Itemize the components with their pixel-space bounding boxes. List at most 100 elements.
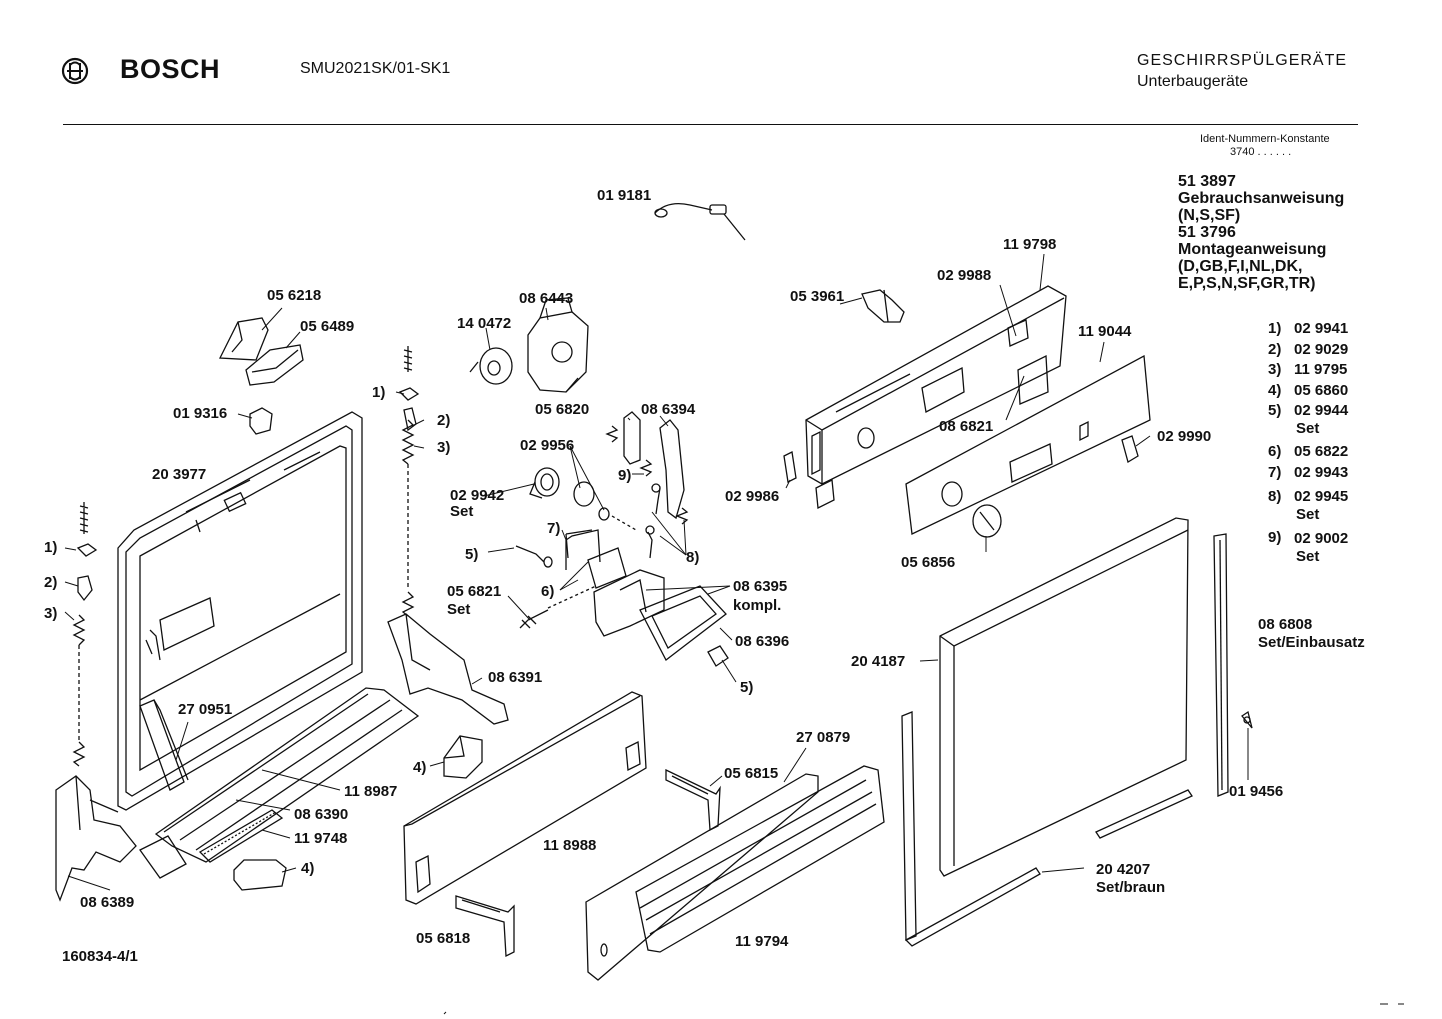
part-label: 05 6489 xyxy=(300,318,355,335)
scan-specks xyxy=(150,1004,1404,1019)
category-title: GESCHIRRSPÜLGERÄTE xyxy=(1137,52,1348,69)
footnote-ref: 6) xyxy=(541,583,555,600)
footnote-ref: 5) xyxy=(465,546,479,563)
footnote-sub: Set xyxy=(1296,420,1320,437)
footnote-sub: Set xyxy=(1296,506,1320,523)
part-label: 05 6821 xyxy=(447,583,502,600)
cable-part xyxy=(655,204,745,240)
part-label: 05 6820 xyxy=(535,401,590,418)
part-label: 05 3961 xyxy=(790,288,845,305)
footnote-key: 3) xyxy=(1268,361,1282,378)
footnote-key: 6) xyxy=(1268,443,1282,460)
manual-line: Gebrauchsanweisung xyxy=(1178,190,1345,207)
manual-line: 51 3897 xyxy=(1178,173,1236,190)
part-label: 08 6394 xyxy=(641,401,696,418)
ident-value: 3740 . . . . . . xyxy=(1230,146,1292,158)
part-label: 02 9988 xyxy=(937,267,992,284)
switch-part xyxy=(566,530,726,660)
part-label: 14 0472 xyxy=(457,315,512,332)
assembly-guide xyxy=(612,516,636,530)
clip-part xyxy=(784,290,1138,482)
brand-name: BOSCH xyxy=(120,54,221,84)
part-label: 08 6395 xyxy=(733,578,788,595)
control-panel xyxy=(806,286,1066,508)
part-label: 20 3977 xyxy=(152,466,207,483)
part-label-sub: Set xyxy=(450,503,474,520)
footnote-value: 05 6822 xyxy=(1294,443,1349,460)
part-label: 27 0879 xyxy=(796,729,851,746)
part-label: 08 6396 xyxy=(735,633,790,650)
part-label: 11 8987 xyxy=(344,783,398,800)
part-label: 11 8988 xyxy=(543,837,597,854)
washer-part xyxy=(78,388,418,600)
hinge-assembly xyxy=(56,614,508,900)
part-label: 05 6818 xyxy=(416,930,471,947)
dial-part xyxy=(470,348,512,384)
part-label: 08 6443 xyxy=(519,290,574,307)
part-label: 01 9181 xyxy=(597,187,652,204)
footnote-ref: 1) xyxy=(44,539,58,556)
part-label: 02 9956 xyxy=(520,437,575,454)
seal-strip xyxy=(200,810,282,862)
front-panel xyxy=(404,692,646,904)
slide-bracket xyxy=(456,770,720,956)
part-label: 01 9316 xyxy=(173,405,228,422)
footnote-key: 2) xyxy=(1268,341,1282,358)
spring-part xyxy=(607,426,687,524)
assembly-guide xyxy=(548,586,596,608)
part-label: 27 0951 xyxy=(178,701,233,718)
footnote-sub: Set xyxy=(1296,548,1320,565)
footnote-value: 02 9943 xyxy=(1294,464,1349,481)
part-label: 01 9456 xyxy=(1229,783,1284,800)
part-label: 11 9044 xyxy=(1078,323,1132,340)
screw-part xyxy=(1242,712,1252,728)
plinth-strip xyxy=(586,766,884,980)
part-label: 05 6218 xyxy=(267,287,322,304)
part-label: 11 9794 xyxy=(735,933,789,950)
footnote-key: 4) xyxy=(1268,382,1282,399)
foot-block xyxy=(234,736,482,890)
timer-part xyxy=(528,298,588,392)
side-rail xyxy=(902,534,1228,946)
bracket-part xyxy=(624,412,684,518)
footnote-key: 5) xyxy=(1268,402,1282,419)
header-divider xyxy=(63,124,1358,125)
knob-part xyxy=(973,505,1001,537)
manual-line: (N,S,SF) xyxy=(1178,207,1241,224)
screw-part xyxy=(80,346,412,534)
footnote-ref: 4) xyxy=(301,860,315,877)
drawing-number: 160834-4/1 xyxy=(62,948,138,965)
footnote-ref: 2) xyxy=(44,574,58,591)
part-label: 20 4187 xyxy=(851,653,906,670)
footnote-ref: 5) xyxy=(740,679,754,696)
footnote-value: 02 9944 xyxy=(1294,402,1349,419)
manual-line: (D,GB,F,I,NL,DK, xyxy=(1178,258,1303,275)
part-label: 02 9942 xyxy=(450,487,505,504)
model-number: SMU2021SK/01-SK1 xyxy=(300,60,451,77)
ident-title: Ident-Nummern-Konstante xyxy=(1200,133,1330,145)
manuals-block: 51 3897 Gebrauchsanweisung (N,S,SF) 51 3… xyxy=(1178,173,1344,292)
part-label: 05 6856 xyxy=(901,554,956,571)
part-label: 02 9986 xyxy=(725,488,780,505)
part-label: 08 6821 xyxy=(939,418,994,435)
category-subtitle: Unterbaugeräte xyxy=(1137,73,1249,90)
bosch-logo-icon xyxy=(61,57,89,85)
fascia-panel xyxy=(906,356,1150,534)
part-label: 08 6390 xyxy=(294,806,349,823)
hinge-bracket xyxy=(220,318,303,385)
footnote-value: 02 9029 xyxy=(1294,341,1349,358)
footnote-key: 8) xyxy=(1268,488,1282,505)
footnote-ref: 7) xyxy=(547,520,561,537)
footnote-ref: 9) xyxy=(618,467,632,484)
part-label: 02 9990 xyxy=(1157,428,1212,445)
screw-part xyxy=(516,484,728,666)
part-label-sub: Set/Einbausatz xyxy=(1258,634,1365,651)
part-label: 20 4207 xyxy=(1096,861,1151,878)
footnote-value: 11 9795 xyxy=(1294,361,1348,378)
footnote-value: 02 9945 xyxy=(1294,488,1349,505)
footnote-value: 02 9002 xyxy=(1294,530,1349,547)
manual-line: Montageanweisung xyxy=(1178,241,1327,258)
wire-clip xyxy=(566,530,592,558)
footnote-value: 05 6860 xyxy=(1294,382,1349,399)
